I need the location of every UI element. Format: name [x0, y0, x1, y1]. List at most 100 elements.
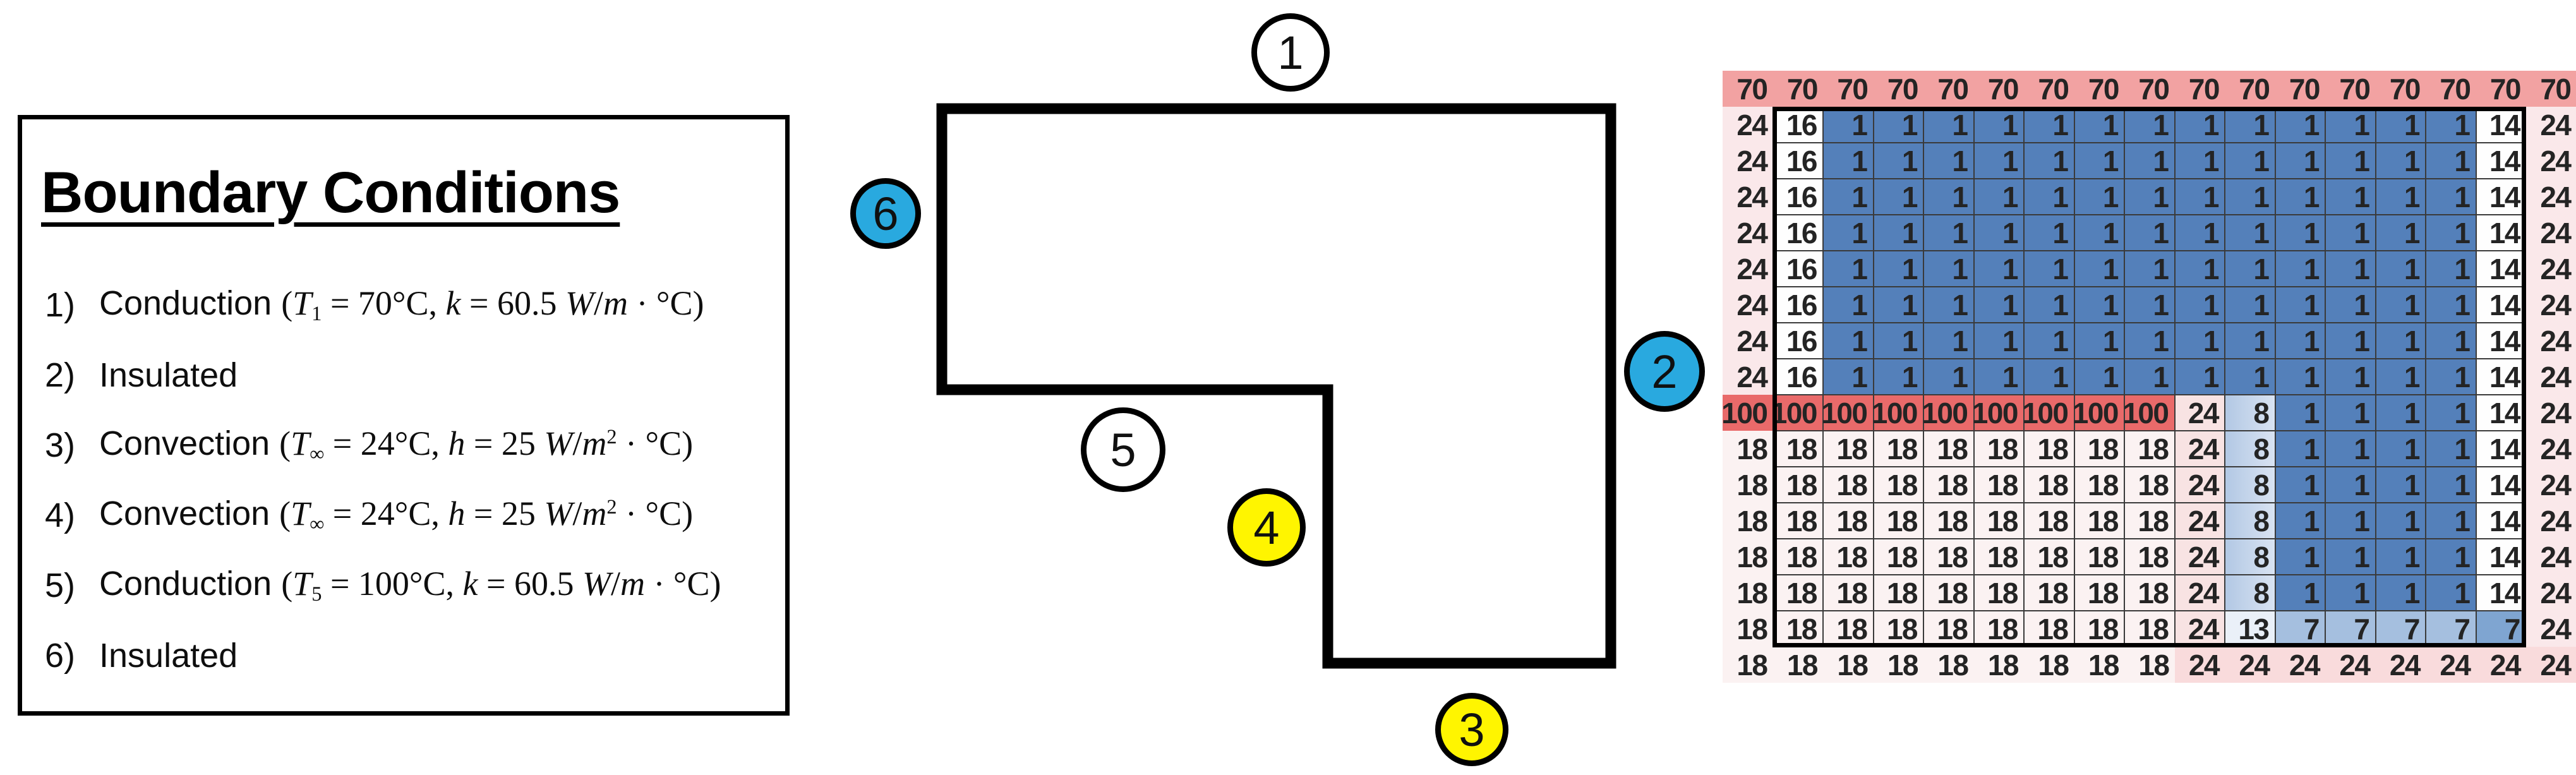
grid-cell: 18	[2074, 539, 2124, 575]
boundary-item: 3)Convection (T∞ = 24°C, h = 25 W/m2 · °…	[45, 410, 779, 480]
grid-cell: 18	[1873, 575, 1923, 611]
boundary-item: 5)Conduction (T5 = 100°C, k = 60.5 W/m ·…	[45, 550, 779, 620]
grid-cell: 18	[1873, 647, 1923, 683]
grid-cell: 100	[1872, 395, 1923, 431]
grid-cell: 24	[2526, 611, 2576, 647]
grid-cell: 1	[2024, 179, 2074, 215]
grid-cell: 24	[2526, 107, 2576, 143]
grid-cell: 18	[2124, 575, 2175, 611]
grid-cell: 1	[2074, 287, 2124, 323]
grid-cell: 1	[2325, 503, 2376, 539]
grid-cell: 24	[2526, 395, 2576, 431]
grid-cell: 1	[2325, 359, 2376, 395]
grid-cell: 7	[2325, 611, 2376, 647]
grid-cell: 100	[1721, 395, 1773, 431]
grid-cell: 70	[2275, 71, 2325, 107]
grid-cell: 1	[1973, 251, 2024, 287]
boundary-item-number: 5)	[45, 566, 76, 604]
grid-cell: 18	[1823, 647, 1874, 683]
grid-cell: 1	[2124, 215, 2175, 251]
grid-cell: 100	[1922, 395, 1974, 431]
grid-cell: 70	[2074, 71, 2124, 107]
grid-cell: 1	[2375, 179, 2426, 215]
grid-cell: 18	[1773, 611, 1823, 647]
grid-cell: 7	[2426, 611, 2476, 647]
grid-cell: 1	[2225, 287, 2275, 323]
grid-cell: 18	[2124, 647, 2175, 683]
grid-cell: 1	[1973, 179, 2024, 215]
grid-cell: 1	[2174, 287, 2225, 323]
grid-cell: 1	[2426, 143, 2476, 179]
grid-cell: 1	[2375, 287, 2426, 323]
boundary-marker-6: 6	[850, 178, 921, 249]
grid-cell: 70	[2426, 71, 2476, 107]
grid-cell: 1	[2225, 359, 2275, 395]
grid-cell: 1	[2225, 179, 2275, 215]
grid-cell: 14	[2476, 251, 2526, 287]
grid-cell: 70	[1773, 71, 1823, 107]
grid-cell: 1	[2426, 215, 2476, 251]
grid-cell: 1	[1823, 179, 1874, 215]
grid-cell: 1	[2124, 143, 2175, 179]
grid-cell: 70	[1973, 71, 2024, 107]
grid-cell: 7	[2375, 611, 2426, 647]
grid-cell: 70	[2526, 71, 2576, 107]
grid-cell: 1	[2024, 215, 2074, 251]
grid-cell: 8	[2225, 395, 2275, 431]
grid-cell: 8	[2225, 467, 2275, 503]
grid-cell: 24	[2174, 503, 2225, 539]
grid-cell: 1	[2325, 539, 2376, 575]
grid-cell: 1	[1823, 107, 1874, 143]
grid-cell: 1	[2325, 287, 2376, 323]
grid-cell: 18	[2074, 503, 2124, 539]
grid-cell: 14	[2476, 179, 2526, 215]
grid-cell: 1	[1923, 251, 1974, 287]
boundary-item-text: Insulated	[99, 636, 238, 675]
grid-cell: 1	[2074, 359, 2124, 395]
grid-cell: 24	[2174, 395, 2225, 431]
grid-cell: 1	[1923, 179, 1974, 215]
grid-cell: 1	[2174, 179, 2225, 215]
grid-cell: 1	[2375, 503, 2426, 539]
grid-cell: 18	[1923, 575, 1974, 611]
grid-cell: 1	[2325, 575, 2376, 611]
grid-cell: 1	[2074, 107, 2124, 143]
grid-cell: 14	[2476, 323, 2526, 359]
grid-cell: 1	[2024, 107, 2074, 143]
grid-cell: 14	[2476, 539, 2526, 575]
boundary-item-number: 2)	[45, 356, 76, 394]
domain-outline	[936, 103, 1616, 669]
boundary-marker-1: 1	[1251, 13, 1330, 92]
grid-cell: 1	[2124, 287, 2175, 323]
grid-cell: 24	[1723, 287, 1773, 323]
grid-cell: 70	[1923, 71, 1974, 107]
grid-cell: 1	[1823, 143, 1874, 179]
grid-cell: 24	[2174, 539, 2225, 575]
grid-cell: 18	[1923, 539, 1974, 575]
grid-cell: 100	[2022, 395, 2074, 431]
grid-cell: 14	[2476, 431, 2526, 467]
grid-cell: 1	[2225, 251, 2275, 287]
grid-cell: 1	[2426, 359, 2476, 395]
grid-cell: 1	[2375, 251, 2426, 287]
grid-cell: 1	[2124, 179, 2175, 215]
grid-cell: 18	[1973, 503, 2024, 539]
grid-cell: 18	[2074, 611, 2124, 647]
grid-cell: 1	[2275, 467, 2325, 503]
grid-cell: 24	[1723, 251, 1773, 287]
grid-cell: 18	[1723, 611, 1773, 647]
grid-cell: 18	[1873, 431, 1923, 467]
grid-cell: 1	[2426, 323, 2476, 359]
grid-cell: 1	[2124, 107, 2175, 143]
grid-cell: 16	[1773, 179, 1823, 215]
grid-cell: 24	[2526, 215, 2576, 251]
grid-cell: 1	[2375, 467, 2426, 503]
grid-cell: 18	[1773, 575, 1823, 611]
grid-cell: 1	[1823, 215, 1874, 251]
grid-cell: 24	[2174, 467, 2225, 503]
grid-cell: 1	[2426, 287, 2476, 323]
grid-cell: 1	[1923, 215, 1974, 251]
grid-cell: 18	[2124, 611, 2175, 647]
grid-cell: 1	[2426, 503, 2476, 539]
